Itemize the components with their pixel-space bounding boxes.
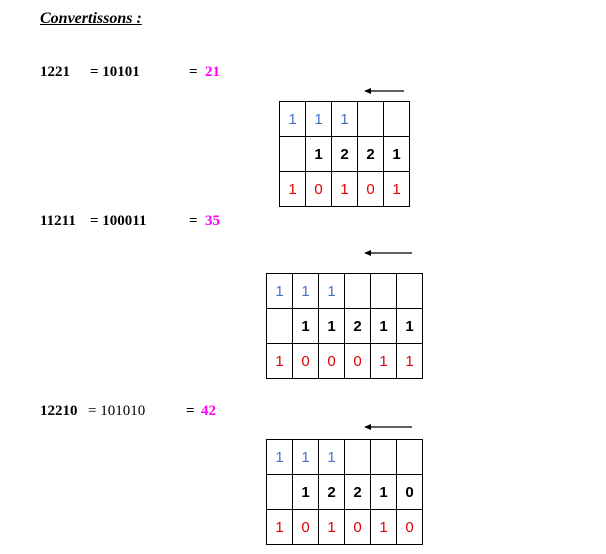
table-cell	[344, 273, 371, 309]
table-cell: 0	[318, 343, 345, 379]
table-cell: 0	[396, 474, 423, 510]
base3-number: 1221	[40, 64, 70, 80]
table-cell: 1	[396, 343, 423, 379]
decimal-result: 42	[201, 403, 216, 419]
base3-number: 12210	[40, 403, 78, 419]
table-cell: 1	[318, 308, 345, 344]
table-cell: 1	[305, 101, 332, 137]
table-cell	[370, 273, 397, 309]
table-cell: 1	[266, 343, 293, 379]
table-cell: 1	[318, 273, 345, 309]
table-cell: 1	[383, 171, 410, 207]
decimal-result: 21	[205, 64, 220, 80]
table-cell: 1	[370, 308, 397, 344]
base3-number: 11211	[40, 213, 76, 229]
table-cell: 0	[292, 343, 319, 379]
table-cell: 1	[292, 273, 319, 309]
binary-equals: = 10101	[90, 64, 140, 80]
table-cell: 1	[292, 474, 319, 510]
table-cell: 0	[305, 171, 332, 207]
table-cell: 1	[292, 439, 319, 475]
table-cell	[396, 273, 423, 309]
table-cell: 1	[266, 439, 293, 475]
page-title: Convertissons :	[40, 10, 142, 27]
table-cell: 1	[370, 474, 397, 510]
table-cell: 0	[344, 509, 371, 545]
table-cell: 0	[292, 509, 319, 545]
table-cell: 1	[370, 343, 397, 379]
table-cell: 1	[331, 171, 358, 207]
table-cell: 2	[344, 308, 371, 344]
decimal-equals: =	[189, 64, 198, 80]
table-cell	[357, 101, 384, 137]
table-cell	[279, 136, 306, 172]
decimal-result: 35	[205, 213, 220, 229]
table-cell: 0	[396, 509, 423, 545]
table-cell: 1	[279, 101, 306, 137]
table-cell: 2	[318, 474, 345, 510]
table-cell: 2	[357, 136, 384, 172]
table-cell: 0	[357, 171, 384, 207]
table-cell: 2	[331, 136, 358, 172]
table-cell: 1	[279, 171, 306, 207]
table-cell	[344, 439, 371, 475]
table-cell: 1	[318, 439, 345, 475]
left-arrow-icon	[364, 86, 404, 96]
table-cell: 2	[344, 474, 371, 510]
table-cell	[266, 308, 293, 344]
table-cell: 1	[370, 509, 397, 545]
table-cell: 1	[292, 308, 319, 344]
table-cell: 1	[331, 101, 358, 137]
table-cell: 1	[383, 136, 410, 172]
table-cell: 1	[266, 509, 293, 545]
table-cell: 1	[266, 273, 293, 309]
left-arrow-icon	[364, 248, 412, 258]
binary-equals: = 100011	[90, 213, 147, 229]
table-cell: 1	[396, 308, 423, 344]
decimal-equals: =	[189, 213, 198, 229]
table-cell	[266, 474, 293, 510]
table-cell	[370, 439, 397, 475]
decimal-equals: =	[186, 403, 195, 419]
left-arrow-icon	[364, 422, 412, 432]
binary-equals: = 101010	[88, 403, 146, 419]
table-cell: 0	[344, 343, 371, 379]
table-cell: 1	[318, 509, 345, 545]
table-cell	[383, 101, 410, 137]
table-cell	[396, 439, 423, 475]
table-cell: 1	[305, 136, 332, 172]
